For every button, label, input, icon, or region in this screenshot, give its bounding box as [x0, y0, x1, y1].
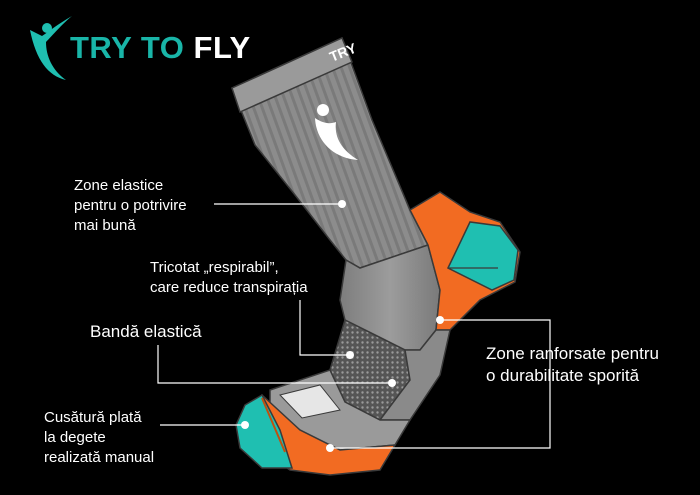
toe-seam-line [261, 397, 286, 453]
callout-elastic-zones: Zone elastice pentru o potrivire mai bun… [74, 176, 187, 236]
callout-line: pentru o potrivire [74, 197, 187, 214]
callout-line: Zone elastice [74, 177, 164, 194]
sock-cuff [231, 36, 353, 114]
callout-dots [241, 200, 444, 452]
heel-cap [447, 221, 519, 291]
callout-breathable-knit: Tricotat „respirabil”, care reduce trans… [150, 258, 308, 298]
callout-line: Cusătură plată [44, 409, 142, 426]
callout-line: o durabilitate sporită [486, 366, 640, 385]
toe-cap [235, 393, 294, 469]
foot-stripe [279, 384, 341, 419]
callout-line: Tricotat „respirabil”, [150, 259, 279, 276]
callout-line: care reduce transpirația [150, 279, 308, 296]
callout-line: Zone ranforsate pentru [486, 344, 659, 363]
sock-emblem-icon [315, 104, 358, 160]
logo-word-2: FLY [193, 30, 251, 65]
callout-line: Bandă elastică [90, 322, 202, 341]
callout-line: mai bună [74, 217, 136, 234]
callout-lines [157, 203, 551, 449]
flying-figure-icon [30, 16, 72, 80]
callout-flat-seam: Cusătură plată la degete realizată manua… [44, 408, 154, 468]
callout-elastic-band: Bandă elastică [90, 321, 202, 343]
callout-reinforced-zones: Zone ranforsate pentru o durabilitate sp… [486, 343, 659, 387]
brand-logo-text: TRY TO FLY [70, 30, 251, 66]
logo-word-1: TRY TO [70, 30, 185, 65]
elastic-band [378, 329, 451, 421]
callout-line: realizată manual [44, 449, 155, 466]
callout-line: la degete [44, 429, 106, 446]
